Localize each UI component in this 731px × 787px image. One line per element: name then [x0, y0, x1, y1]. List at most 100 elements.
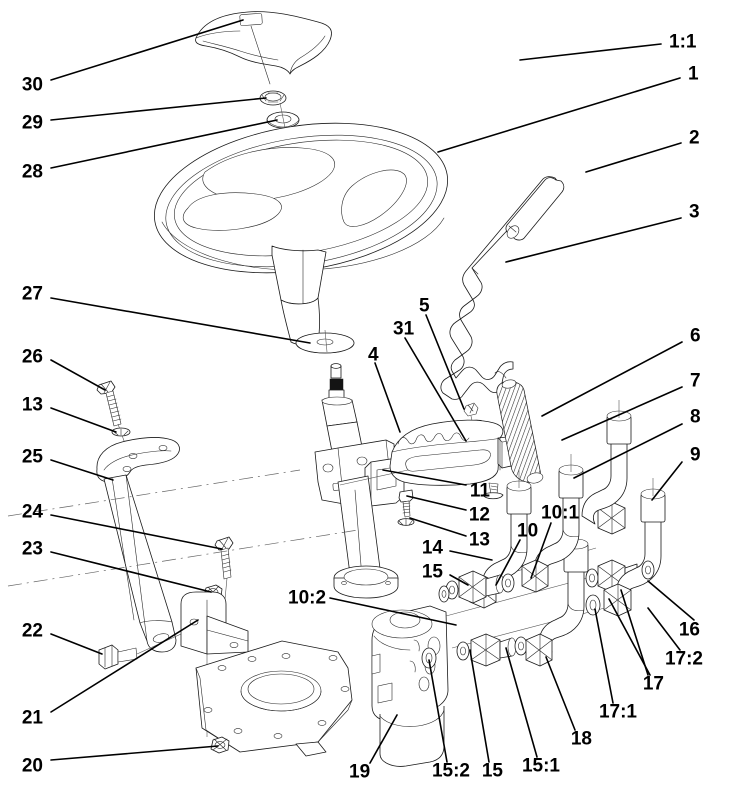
leader-line-c9 [651, 461, 683, 501]
callout-label-15[interactable]: 15 [421, 561, 443, 583]
callout-label-10-2[interactable]: 10:2 [288, 587, 327, 609]
callout-label-26[interactable]: 26 [21, 346, 43, 368]
leader-line-c4 [374, 362, 401, 433]
callout-label-5[interactable]: 5 [419, 295, 430, 317]
callout-label-20[interactable]: 20 [21, 755, 43, 777]
callout-label-13[interactable]: 13 [21, 394, 43, 416]
callout-label-10[interactable]: 10 [517, 520, 539, 542]
leader-line-c22 [50, 633, 103, 655]
callout-label-24[interactable]: 24 [21, 501, 43, 523]
part-15-2-seal-washer [421, 647, 437, 669]
callout-label-13[interactable]: 13 [468, 529, 490, 551]
part-17-2-adapter-nut [641, 560, 655, 580]
leader-line-c31 [404, 337, 467, 442]
callout-label-10-1[interactable]: 10:1 [541, 502, 580, 524]
callout-label-27[interactable]: 27 [21, 283, 43, 305]
callout-label-1[interactable]: 1 [688, 63, 699, 85]
part-17-1-adapter-washer [585, 594, 601, 616]
leader-line-c12 [406, 495, 467, 511]
part-16-elbow-adapter [603, 583, 632, 617]
callout-label-25[interactable]: 25 [21, 446, 43, 468]
leader-line-c1_1 [519, 43, 662, 61]
callout-label-30[interactable]: 30 [21, 74, 43, 96]
callout-label-11[interactable]: 11 [469, 480, 490, 502]
leader-line-c10_2 [329, 597, 457, 626]
part-8-hydraulic-hose-fitting [581, 400, 632, 535]
part-15-o-ring-mid-2 [501, 573, 515, 593]
part-29-wheel-nut [259, 90, 287, 106]
part-mounting-plate [195, 640, 353, 757]
part-28-wheel-washer [266, 111, 300, 129]
part-7-spring-anchor-bolt [482, 482, 504, 500]
callout-label-22[interactable]: 22 [21, 620, 43, 642]
callout-label-17-1[interactable]: 17:1 [598, 701, 637, 723]
leader-line-c29 [50, 97, 267, 121]
callout-label-9[interactable]: 9 [690, 444, 701, 466]
part-10-1-elbow-upper [521, 454, 584, 593]
callout-label-18[interactable]: 18 [570, 728, 592, 750]
callout-label-28[interactable]: 28 [21, 161, 43, 183]
callout-label-4[interactable]: 4 [368, 344, 379, 366]
callout-label-15[interactable]: 15 [481, 760, 503, 782]
leader-line-c17_1 [594, 608, 614, 704]
leader-line-c17_2 [647, 607, 681, 651]
leader-line-c8 [573, 423, 683, 479]
callout-label-7[interactable]: 7 [690, 370, 701, 392]
leader-line-c20 [50, 745, 219, 761]
callout-label-14[interactable]: 14 [421, 537, 443, 559]
leader-line-c15c [449, 574, 469, 586]
part-2-control-lever-grip [505, 177, 565, 241]
callout-label-8[interactable]: 8 [690, 406, 701, 428]
part-27-thrust-washer [295, 329, 355, 354]
leader-line-c10_1 [530, 522, 552, 579]
part-18-return-hose [525, 528, 589, 667]
leader-line-c7 [561, 386, 683, 441]
leader-line-c5 [425, 314, 465, 410]
callout-label-15-1[interactable]: 15:1 [521, 755, 560, 777]
leader-line-c28 [50, 119, 278, 169]
part-15-o-ring-bottom-2 [514, 636, 528, 656]
part-24-carriage-bolt [214, 536, 234, 611]
leader-line-c21 [50, 619, 199, 713]
leader-line-c2 [585, 142, 682, 173]
part-4-steering-column-assembly [314, 363, 405, 599]
callout-label-31[interactable]: 31 [393, 318, 415, 340]
part-14-flat-washer [438, 585, 450, 603]
leader-line-c18 [545, 656, 576, 731]
part-6-extension-spring [494, 371, 544, 484]
callout-label-17[interactable]: 17 [642, 673, 664, 695]
leader-line-c16 [647, 580, 695, 621]
callout-label-12[interactable]: 12 [468, 504, 490, 526]
leader-line-c15_1 [505, 647, 538, 758]
callout-label-1-1[interactable]: 1:1 [669, 31, 697, 53]
callout-label-3[interactable]: 3 [689, 201, 700, 223]
part-15-o-ring-bottom [456, 641, 470, 661]
callout-label-17-2[interactable]: 17:2 [664, 648, 703, 670]
part-1-steering-wheel [153, 122, 449, 346]
callout-label-21[interactable]: 21 [21, 707, 43, 729]
part-30-steering-wheel-cover [195, 11, 332, 85]
leader-line-c14 [449, 550, 493, 561]
part-5-lever-pivot-bolt [463, 402, 479, 431]
leader-line-c11 [382, 469, 467, 486]
leader-line-c3 [505, 217, 682, 263]
callout-label-6[interactable]: 6 [690, 325, 701, 347]
leader-line-c24 [50, 514, 223, 550]
part-13-lock-washer [397, 518, 415, 526]
callout-label-29[interactable]: 29 [21, 112, 43, 134]
callout-label-2[interactable]: 2 [689, 127, 700, 149]
callout-label-19[interactable]: 19 [349, 761, 371, 783]
part-19-steering-control-valve [371, 605, 449, 767]
callout-label-16[interactable]: 16 [678, 619, 700, 641]
leader-line-c26 [50, 359, 106, 391]
leader-line-c6 [541, 341, 683, 417]
callout-leader-lines [50, 19, 695, 764]
part-20-mounting-nut [210, 736, 230, 754]
callout-label-15-2[interactable]: 15:2 [431, 760, 470, 782]
leader-line-c19 [369, 714, 398, 764]
leader-line-c13b [50, 407, 117, 433]
leader-line-c1 [437, 77, 681, 153]
callout-label-23[interactable]: 23 [21, 538, 43, 560]
part-25-steering-support-arm [96, 437, 180, 653]
leader-line-c15_2 [428, 659, 448, 763]
